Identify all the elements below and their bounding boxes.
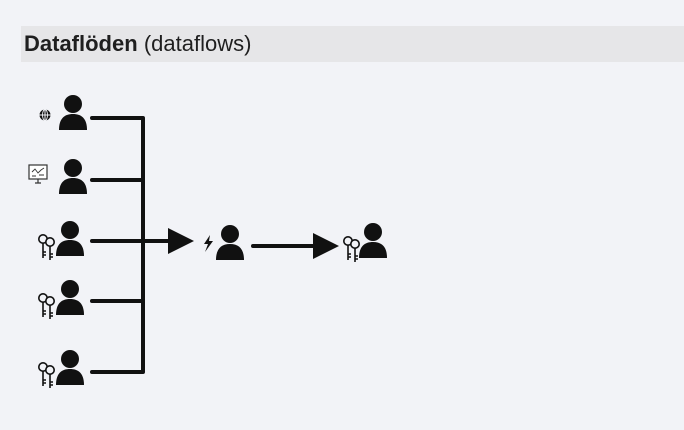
- source-node-3: [37, 221, 84, 261]
- section-header: Dataflöden (dataflows): [21, 26, 684, 62]
- title-main: Dataflöden: [24, 31, 138, 56]
- page-title: Dataflöden (dataflows): [24, 31, 251, 57]
- person-icon: [216, 225, 244, 260]
- globe-icon: [39, 109, 51, 121]
- source-node-1: [39, 95, 87, 130]
- target-node: [342, 223, 387, 263]
- person-icon: [56, 221, 84, 256]
- person-icon: [59, 159, 87, 194]
- lightning-icon: [204, 235, 213, 252]
- person-icon: [56, 350, 84, 385]
- person-icon: [56, 280, 84, 315]
- source-node-5: [37, 350, 84, 389]
- keys-icon: [342, 236, 361, 263]
- flow-line-source-1: [90, 116, 145, 374]
- hub-node: [204, 225, 244, 260]
- flow-arrow-to-hub: [168, 228, 194, 254]
- keys-icon: [37, 361, 56, 389]
- person-icon: [359, 223, 387, 258]
- keys-icon: [37, 292, 56, 320]
- source-node-4: [37, 280, 84, 320]
- dashboard-screen-icon: [28, 164, 48, 184]
- title-translation: (dataflows): [143, 31, 252, 56]
- keys-icon: [37, 234, 56, 261]
- person-icon: [59, 95, 87, 130]
- flow-arrow-to-target: [313, 233, 339, 259]
- source-node-2: [28, 159, 87, 194]
